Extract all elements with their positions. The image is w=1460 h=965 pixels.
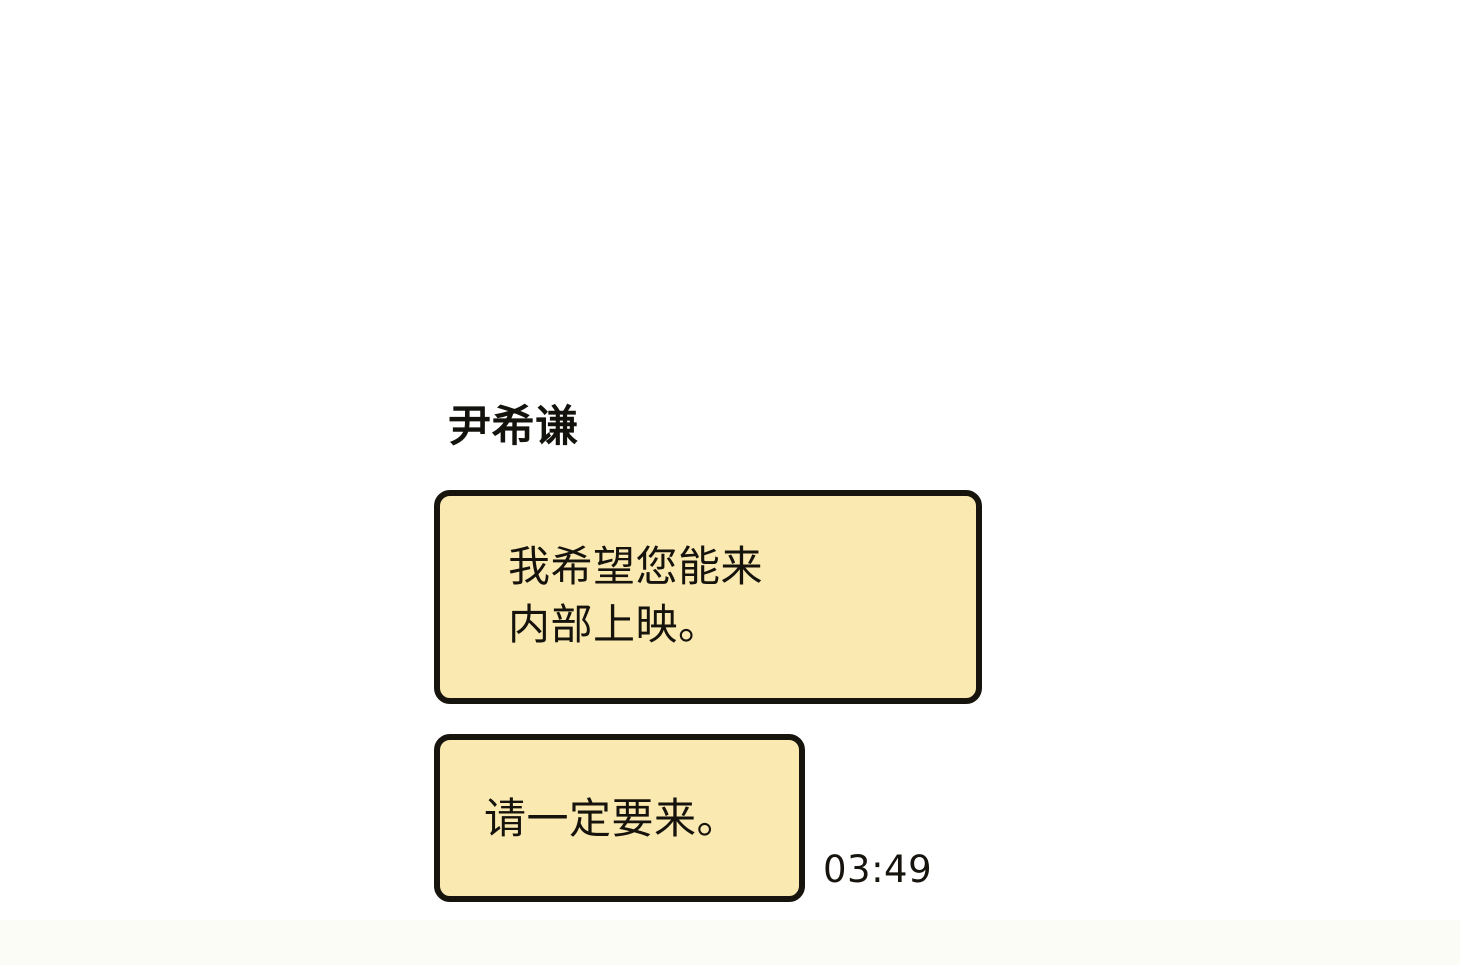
message-bubble: 我希望您能来 内部上映。 [434, 490, 982, 705]
bottom-panel-band [0, 920, 1460, 965]
sender-name: 尹希谦 [448, 402, 579, 452]
message-row-1: 我希望您能来 内部上映。 [434, 490, 994, 705]
message-bubble: 请一定要来。 [434, 734, 805, 903]
chat-conversation: 尹希谦 我希望您能来 内部上映。 请一定要来。 03:49 [434, 402, 994, 903]
message-timestamp: 03:49 [823, 848, 933, 892]
message-row-2: 请一定要来。 03:49 [434, 734, 994, 903]
